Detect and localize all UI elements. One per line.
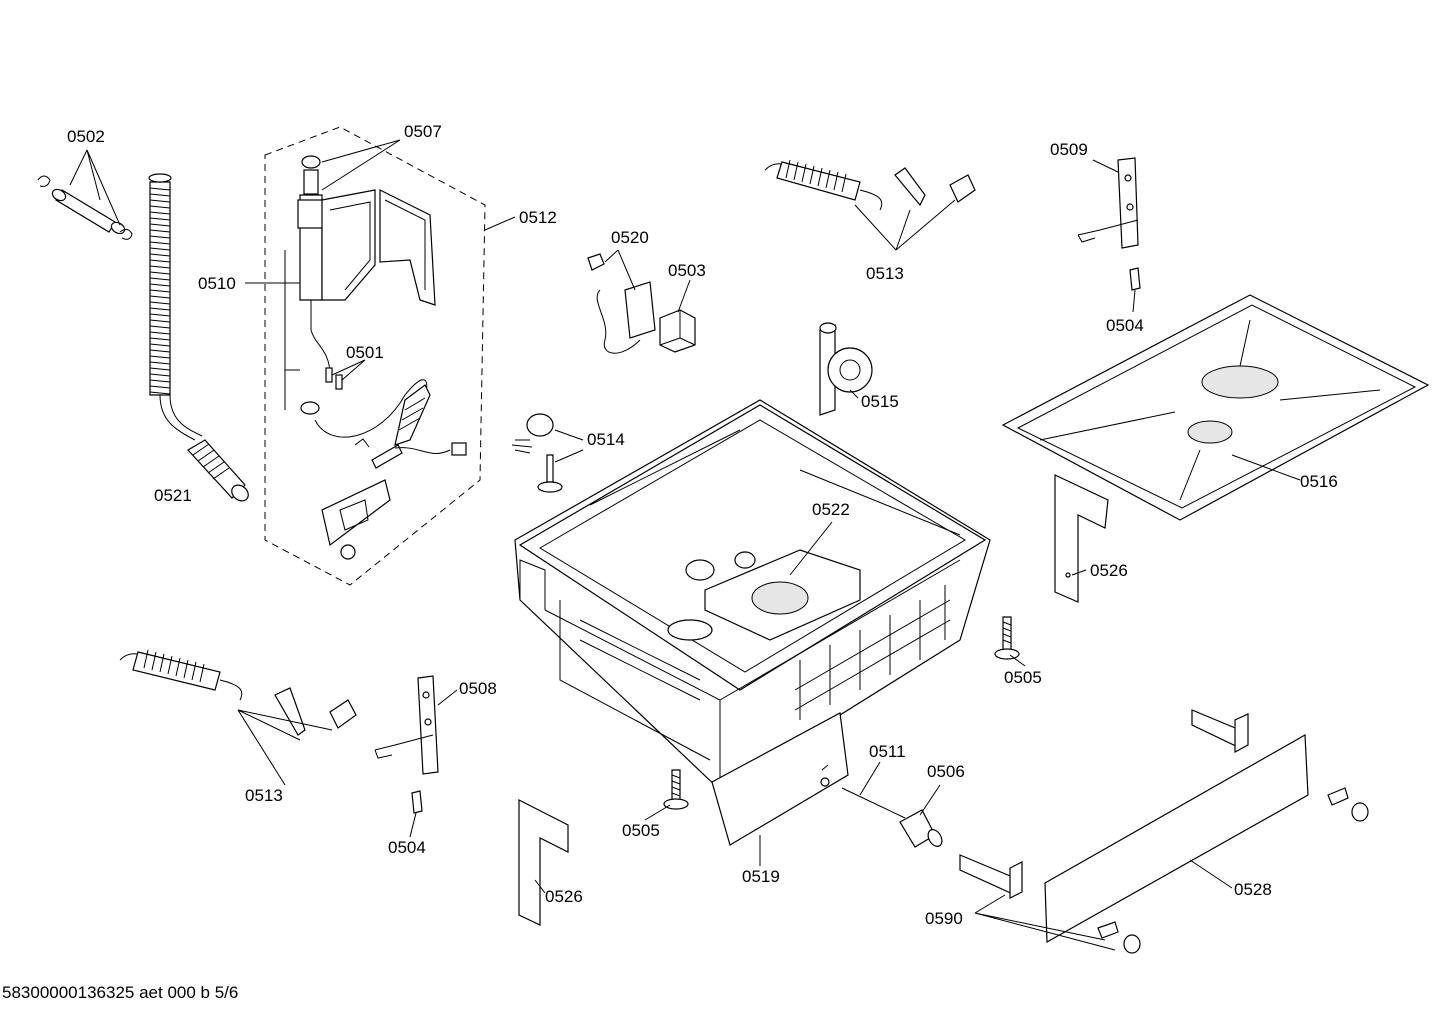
leader-lines [69,139,1301,951]
hose-rib [149,211,171,215]
hose-rib [149,325,171,329]
hose-rib [149,355,171,359]
label-0522: 0522 [812,500,850,519]
hose-rib [149,193,171,197]
hose-rib [149,217,171,221]
part-0528-toe-panel [1044,733,1309,944]
hose-rib [149,241,171,245]
label-0526-right: 0526 [1090,561,1128,580]
label-0502: 0502 [67,127,105,146]
label-0513-top: 0513 [866,264,904,283]
part-0504-clip-lower [411,790,423,814]
label-0507: 0507 [404,122,442,141]
part-0513-spring-top [764,159,976,211]
label-0516: 0516 [1300,472,1338,491]
hose-rib [149,259,171,263]
part-screws-caps [1097,787,1369,954]
part-0504-clip-upper [1129,267,1141,291]
part-0505-screw-right [994,616,1020,660]
part-0509-bracket [1077,157,1139,249]
label-0510: 0510 [198,274,236,293]
hose-rib [149,271,171,275]
hose-rib [149,235,171,239]
hose-rib [149,391,171,395]
hose-rib [149,373,171,377]
part-0516-plate [1001,294,1430,521]
hose-rib [149,283,171,287]
corrugated-hose [148,173,203,441]
part-0519-panel [711,712,849,846]
label-0509: 0509 [1050,140,1088,159]
hose-rib [149,343,171,347]
hose-rib [149,307,171,311]
hose-rib [149,295,171,299]
label-0505-right: 0505 [1004,668,1042,687]
part-0521-hose-end [187,439,249,502]
label-0515: 0515 [861,392,899,411]
part-0508-bracket [374,675,439,775]
hose-rib [149,367,171,371]
label-0519: 0519 [742,867,780,886]
part-0503-module [659,309,696,353]
hose-rib [149,313,171,317]
hose-rib [149,319,171,323]
part-housing-box [321,189,436,306]
part-0520-cable [587,253,656,354]
part-0526-plate-left [518,799,569,926]
part-inlet-hose-coil [314,379,467,469]
label-0501: 0501 [346,343,384,362]
dashed-group-outline [264,126,486,586]
part-0526-plate-right [1054,474,1109,603]
label-0514: 0514 [587,430,625,449]
hose-rib [149,277,171,281]
part-0502-pipe [37,175,133,240]
hose-rib [149,247,171,251]
part-0515-pump [819,322,873,416]
hose-rib [149,253,171,257]
label-0528: 0528 [1234,880,1272,899]
hose-rib [149,265,171,269]
part-0513-spring-bottom [119,649,357,736]
label-0506: 0506 [927,762,965,781]
hose-rib [149,229,171,233]
hose-rib [149,289,171,293]
label-0505-left: 0505 [622,821,660,840]
label-0526-left: 0526 [545,887,583,906]
hose-rib [149,187,171,191]
part-0506-knob [841,787,943,848]
label-0511: 0511 [869,742,906,761]
part-group-bracket [321,479,391,560]
hose-rib [149,301,171,305]
part-0514-filter [511,413,563,493]
hose-rib [149,331,171,335]
hose-rib [149,199,171,203]
label-0513-bottom: 0513 [245,786,283,805]
part-0590-brackets [959,709,1249,899]
label-0521: 0521 [154,486,192,505]
hose-rib [149,361,171,365]
drawing-number-footer: 58300000136325 aet 000 b 5/6 [2,983,239,1002]
label-0503: 0503 [668,261,706,280]
label-0590: 0590 [925,909,963,928]
label-0512: 0512 [519,208,557,227]
label-0520: 0520 [611,228,649,247]
label-0504-top: 0504 [1106,316,1144,335]
hose-rib [149,379,171,383]
part-0505-screw-left [663,769,689,810]
hose-rib [149,223,171,227]
hose-rib [149,337,171,341]
hose-rib [149,349,171,353]
hose-rib [149,385,171,389]
label-0504-bottom: 0504 [388,838,426,857]
part-base-tub [514,399,991,791]
hose-rib [149,205,171,209]
label-0508: 0508 [459,679,497,698]
